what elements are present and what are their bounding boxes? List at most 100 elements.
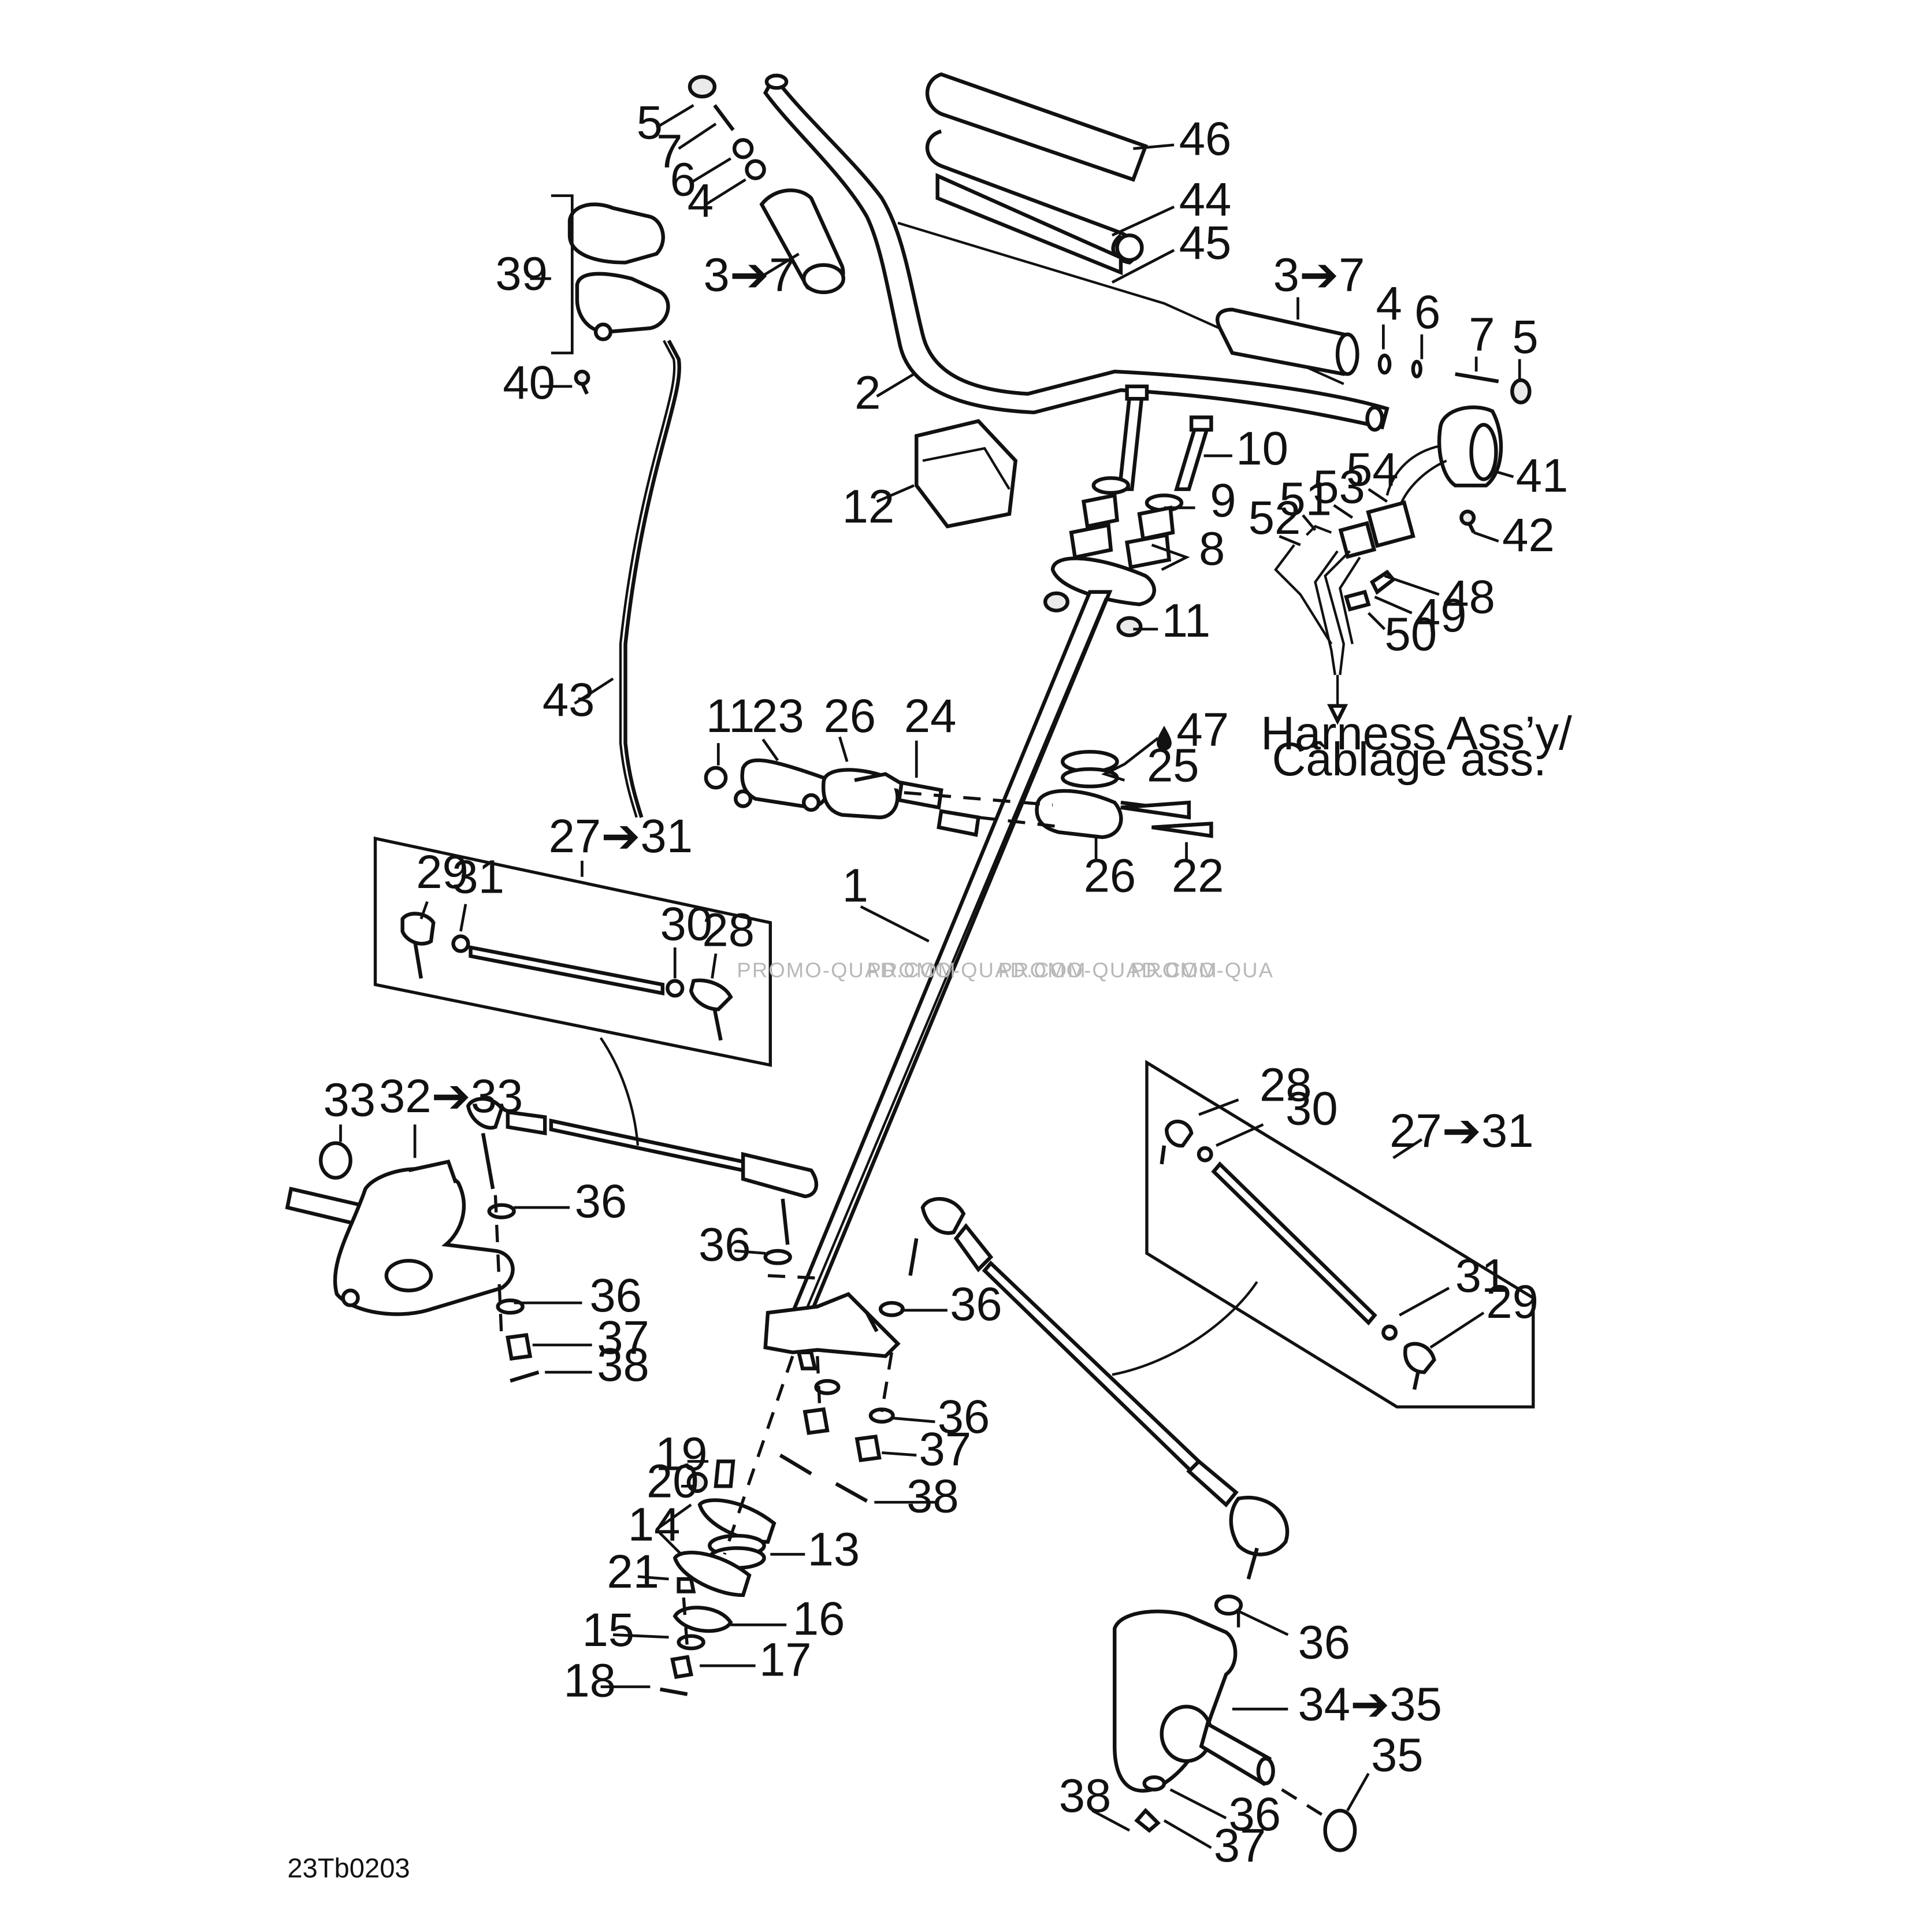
handlebar-pad-cover — [925, 72, 1148, 276]
label-37-c: 37 — [1214, 1819, 1266, 1872]
assembly-center-lines — [493, 791, 1332, 1822]
label-17: 17 — [759, 1633, 812, 1686]
label-38-c: 38 — [1059, 1770, 1112, 1822]
throttle-cable — [619, 339, 681, 818]
label-7-right: 7 — [1469, 309, 1495, 361]
label-23: 23 — [752, 690, 804, 742]
label-11-lower: 11 — [706, 690, 755, 742]
label-30-upper: 30 — [660, 898, 713, 950]
label-12: 12 — [842, 481, 895, 533]
label-49: 49 — [1414, 589, 1467, 642]
label-36-g: 36 — [1228, 1788, 1281, 1841]
tie-rod-detail-lower — [1145, 1060, 1535, 1409]
label-28-upper: 28 — [702, 904, 755, 957]
right-steering-knuckle — [1113, 1594, 1357, 1852]
handlebar-clamp-assembly — [1043, 384, 1213, 637]
label-47: 47 — [1176, 703, 1229, 756]
watermark-3: PROMO-QUAD.COM — [998, 958, 1218, 982]
pitman-arm — [763, 1292, 901, 1370]
label-43: 43 — [543, 674, 595, 726]
label-24: 24 — [904, 690, 957, 742]
label-4-right: 4 — [1376, 277, 1402, 330]
column-support-bracket — [704, 749, 1213, 839]
lower-bearing-stack — [659, 1459, 776, 1696]
label-9: 9 — [1210, 474, 1236, 527]
left-steering-knuckle — [285, 1141, 515, 1316]
label-31-upper: 31 — [452, 851, 504, 904]
diagram-code: 23Tb0203 — [287, 1853, 410, 1883]
label-16: 16 — [793, 1593, 845, 1645]
label-32-33: 32➔33 — [379, 1070, 523, 1123]
label-26-lower: 26 — [1084, 849, 1136, 902]
label-6-right: 6 — [1414, 286, 1440, 339]
label-54: 54 — [1346, 443, 1399, 496]
label-51: 51 — [1279, 473, 1332, 526]
label-13: 13 — [808, 1523, 860, 1576]
label-33-left: 33 — [323, 1073, 376, 1126]
label-27-31-upper: 27➔31 — [549, 810, 693, 863]
label-29-upper: 29 — [416, 846, 469, 898]
label-36-a: 36 — [575, 1175, 627, 1228]
label-37-b: 37 — [919, 1423, 972, 1476]
label-4-left: 4 — [688, 174, 714, 227]
watermark-2: PROMO-QUAD.COM — [867, 958, 1087, 982]
label-38-b: 38 — [906, 1470, 959, 1522]
label-50: 50 — [1385, 608, 1437, 660]
label-22: 22 — [1172, 849, 1224, 902]
label-36-f: 36 — [1298, 1616, 1350, 1669]
label-7-left: 7 — [656, 125, 682, 177]
label-11-upper: 11 — [1162, 595, 1211, 647]
label-2: 2 — [854, 366, 880, 419]
label-14: 14 — [628, 1499, 681, 1551]
throttle-housing — [567, 202, 670, 395]
label-20: 20 — [647, 1455, 699, 1508]
label-5-left: 5 — [637, 96, 663, 149]
oil-drop-icon — [1157, 726, 1172, 751]
label-26-upper: 26 — [823, 690, 876, 742]
leader-lines — [339, 104, 1521, 1849]
harness-note-line1: Harness Ass’y/ — [1261, 707, 1572, 760]
label-38-a: 38 — [597, 1339, 649, 1391]
label-37-a: 37 — [597, 1311, 649, 1364]
label-53: 53 — [1313, 460, 1365, 513]
label-6-left: 6 — [670, 154, 696, 206]
label-18: 18 — [563, 1655, 616, 1707]
label-48: 48 — [1443, 571, 1495, 623]
part-labels: 5 7 6 4 3➔7 39 40 43 2 12 46 44 45 3➔7 4… — [287, 96, 1572, 1883]
label-1: 1 — [842, 860, 868, 912]
label-21: 21 — [607, 1545, 659, 1598]
harness-note-line2: Câblage ass. — [1272, 733, 1546, 786]
switch-housing — [1274, 405, 1503, 725]
label-5-right: 5 — [1512, 311, 1538, 363]
label-31-lower: 31 — [1455, 1250, 1508, 1302]
label-36-b: 36 — [589, 1269, 642, 1322]
label-42: 42 — [1502, 509, 1555, 562]
label-30-lower: 30 — [1285, 1082, 1338, 1135]
label-34-35: 34➔35 — [1298, 1678, 1441, 1730]
label-3-7-left: 3➔7 — [704, 249, 796, 302]
label-3-7-right: 3➔7 — [1273, 249, 1365, 302]
label-44: 44 — [1179, 173, 1232, 226]
pitman-hardware — [487, 1203, 905, 1503]
label-52: 52 — [1249, 492, 1301, 544]
label-8: 8 — [1199, 522, 1225, 575]
label-35-right: 35 — [1371, 1729, 1424, 1781]
left-tie-rod — [466, 1037, 819, 1245]
label-46: 46 — [1179, 113, 1232, 165]
label-40: 40 — [503, 356, 555, 409]
label-28-lower: 28 — [1259, 1059, 1312, 1112]
tie-rod-detail-upper — [373, 836, 772, 1067]
left-grip — [688, 75, 845, 295]
label-27-31-lower: 27➔31 — [1389, 1105, 1533, 1157]
label-29-lower: 29 — [1486, 1276, 1539, 1328]
watermark-4: PROMO-QUA — [1131, 958, 1274, 982]
right-grip — [1216, 307, 1532, 404]
watermark-1: PROMO-QUAD.COM — [737, 958, 956, 982]
label-45: 45 — [1179, 217, 1232, 269]
label-36-c: 36 — [699, 1218, 751, 1271]
label-15: 15 — [582, 1604, 634, 1656]
label-25: 25 — [1147, 740, 1199, 792]
label-19: 19 — [655, 1428, 708, 1480]
label-36-d: 36 — [950, 1278, 1002, 1331]
